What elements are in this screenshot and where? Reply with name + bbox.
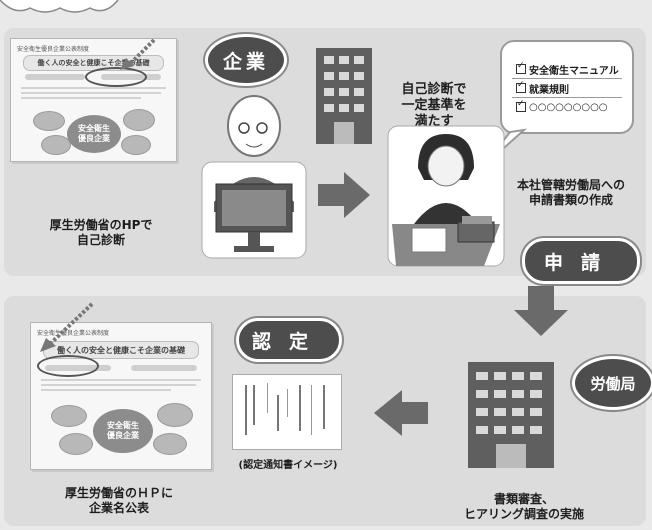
labor-bureau-badge: 労働局 [572, 356, 652, 410]
review-caption: 書類審査、 ヒアリング調査の実施 [463, 492, 584, 521]
flow-arrow-down [514, 286, 568, 336]
checklist-item: 就業規則 [512, 79, 622, 98]
checkbox-icon [516, 99, 526, 112]
certify-stamp: 認定 [236, 318, 342, 362]
checklist: 安全衛生マニュアル 就業規則 ○○○○○○○○○ [512, 60, 622, 116]
pointer-arrow-bottom [40, 302, 94, 352]
center-oval-bottom: 安全衛生優良企業 [93, 409, 153, 453]
office-building-illustration [316, 48, 372, 144]
web-title: 働く人の安全と健康こそ企業の基礎 [43, 341, 199, 359]
meet-standard-caption: 自己診断で 一定基準を 満たす [401, 82, 467, 129]
self-check-caption: 厚生労働省のHPで 自己診断 [49, 218, 153, 247]
publish-caption: 厚生労働省のＨＰに 企業名公表 [64, 486, 173, 515]
pointer-arrow-top [120, 38, 156, 70]
notice-caption: (認定通知書イメージ) [238, 460, 338, 471]
decorative-scallop [0, 0, 119, 13]
checklist-item: 安全衛生マニュアル [512, 60, 622, 79]
checklist-bubble: 安全衛生マニュアル 就業規則 ○○○○○○○○○ [500, 40, 634, 134]
checkbox-icon [516, 80, 526, 93]
publish-web-screenshot: 安全衛生優良企業公表制度 働く人の安全と健康こそ企業の基礎 安全衛生優良企業 [30, 322, 212, 470]
flow-arrow-left [374, 390, 428, 436]
checklist-item: ○○○○○○○○○ [512, 98, 622, 116]
man-at-computer-illustration [201, 95, 307, 259]
self-check-web-screenshot: 安全衛生優良企業公表制度 働く人の安全と健康こそ企業の基礎 安全衛生優良企業 [10, 38, 177, 162]
apply-stamp: 申請 [522, 238, 640, 284]
web-header: 安全衛生優良企業公表制度 [17, 46, 90, 53]
certificate-document [232, 374, 342, 450]
highlight-ring-bottom [37, 355, 99, 377]
highlight-ring-top [85, 67, 147, 87]
documents-caption: 本社管轄労働局への 申請書類の作成 [516, 178, 625, 207]
labor-bureau-building-illustration [468, 362, 554, 468]
company-badge: 企業 [205, 34, 287, 86]
web-header: 安全衛生優良企業公表制度 [37, 330, 110, 337]
flow-arrow-right-1 [318, 172, 370, 218]
center-oval-top: 安全衛生優良企業 [67, 115, 121, 153]
woman-at-desk-illustration [387, 125, 505, 267]
checkbox-icon [516, 61, 526, 74]
